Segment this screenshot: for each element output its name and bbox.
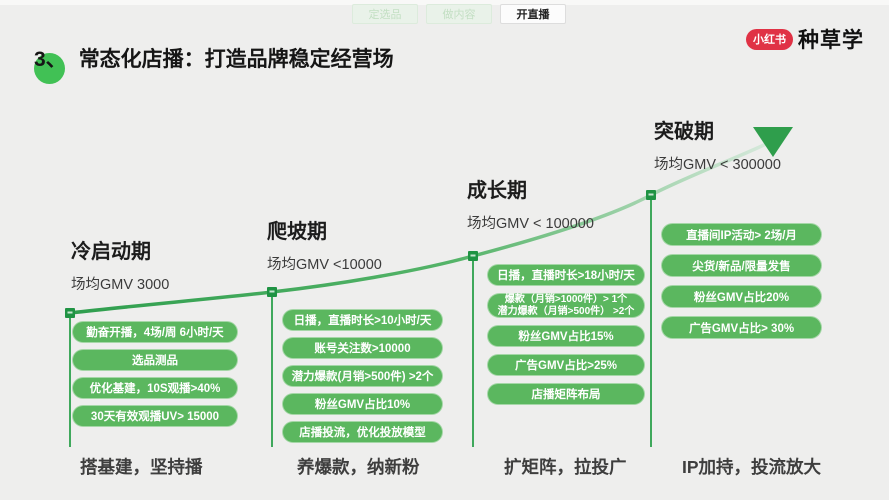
metric-pill: 日播，直播时长>18小时/天: [487, 264, 645, 286]
title-dot-icon: [34, 53, 65, 84]
metric-pill: 粉丝GMV占比20%: [661, 285, 822, 308]
metric-pill: 优化基建，10S观播>40%: [72, 377, 238, 399]
stage1-gmv: 场均GMV 3000: [71, 277, 170, 293]
milestone-nodes: [65, 190, 656, 318]
stage4-caption: IP加持，投流放大: [682, 457, 822, 477]
metric-pill: 广告GMV占比> 30%: [661, 316, 822, 339]
stage2-caption: 养爆款，纳新粉: [297, 457, 420, 477]
stage1-header: 冷启动期 场均GMV 3000: [71, 241, 169, 294]
tab-make-content[interactable]: 做内容: [426, 4, 492, 24]
brand-logo: 小红书 种草学: [746, 24, 864, 54]
xiaohongshu-badge: 小红书: [746, 28, 793, 50]
top-tabs: 定选品 做内容 开直播: [352, 4, 566, 24]
stage2-name: 爬坡期: [267, 221, 327, 243]
metric-pill: 店播矩阵布局: [487, 383, 645, 405]
stage1-metrics: 勤奋开播，4场/周 6小时/天 选品测品 优化基建，10S观播>40% 30天有…: [72, 321, 238, 427]
stage4-name: 突破期: [654, 121, 714, 143]
stage1-name: 冷启动期: [71, 241, 151, 263]
metric-pill: 账号关注数>10000: [282, 337, 443, 359]
stage3-header: 成长期 场均GMV < 100000: [467, 180, 594, 233]
tab-start-live[interactable]: 开直播: [500, 4, 566, 24]
title-number: 3、: [34, 48, 67, 71]
metric-pill: 广告GMV占比>25%: [487, 354, 645, 376]
metric-pill: 日播，直播时长>10小时/天: [282, 309, 443, 331]
stage4-metrics: 直播间IP活动> 2场/月 尖货/新品/限量发售 粉丝GMV占比20% 广告GM…: [661, 223, 822, 339]
stage4-header: 突破期 场均GMV < 300000: [654, 121, 781, 174]
stage3-metrics: 日播，直播时长>18小时/天 爆款（月销>1000件）> 1个 潜力爆款（月销>…: [487, 264, 645, 405]
stage3-name: 成长期: [467, 180, 527, 202]
metric-pill: 直播间IP活动> 2场/月: [661, 223, 822, 246]
metric-pill: 勤奋开播，4场/周 6小时/天: [72, 321, 238, 343]
metric-pill: 粉丝GMV占比15%: [487, 325, 645, 347]
metric-pill: 店播投流，优化投放模型: [282, 421, 443, 443]
metric-pill: 30天有效观播UV> 15000: [72, 405, 238, 427]
stage4-gmv: 场均GMV < 300000: [654, 157, 781, 173]
tab-select-products[interactable]: 定选品: [352, 4, 418, 24]
top-strip: [0, 0, 889, 5]
stage2-metrics: 日播，直播时长>10小时/天 账号关注数>10000 潜力爆款(月销>500件)…: [282, 309, 443, 443]
metric-pill: 尖货/新品/限量发售: [661, 254, 822, 277]
curve-path: [69, 142, 767, 315]
title-text: 常态化店播：打造品牌稳定经营场: [78, 48, 394, 71]
metric-pill: 爆款（月销>1000件）> 1个 潜力爆款（月销>500件） >2个: [487, 293, 645, 318]
stage3-gmv: 场均GMV < 100000: [467, 216, 594, 232]
metric-pill: 粉丝GMV占比10%: [282, 393, 443, 415]
arrow-head-icon: [753, 127, 793, 157]
metric-pill: 潜力爆款(月销>500件) >2个: [282, 365, 443, 387]
stage1-caption: 搭基建，坚持播: [80, 457, 203, 477]
metric-pill: 选品测品: [72, 349, 238, 371]
stage2-header: 爬坡期 场均GMV <10000: [267, 221, 382, 274]
brand-name: 种草学: [798, 29, 864, 52]
stage2-gmv: 场均GMV <10000: [267, 257, 382, 273]
stage3-caption: 扩矩阵，拉投广: [504, 457, 627, 477]
page-title: 3、常态化店播：打造品牌稳定经营场: [34, 44, 394, 86]
